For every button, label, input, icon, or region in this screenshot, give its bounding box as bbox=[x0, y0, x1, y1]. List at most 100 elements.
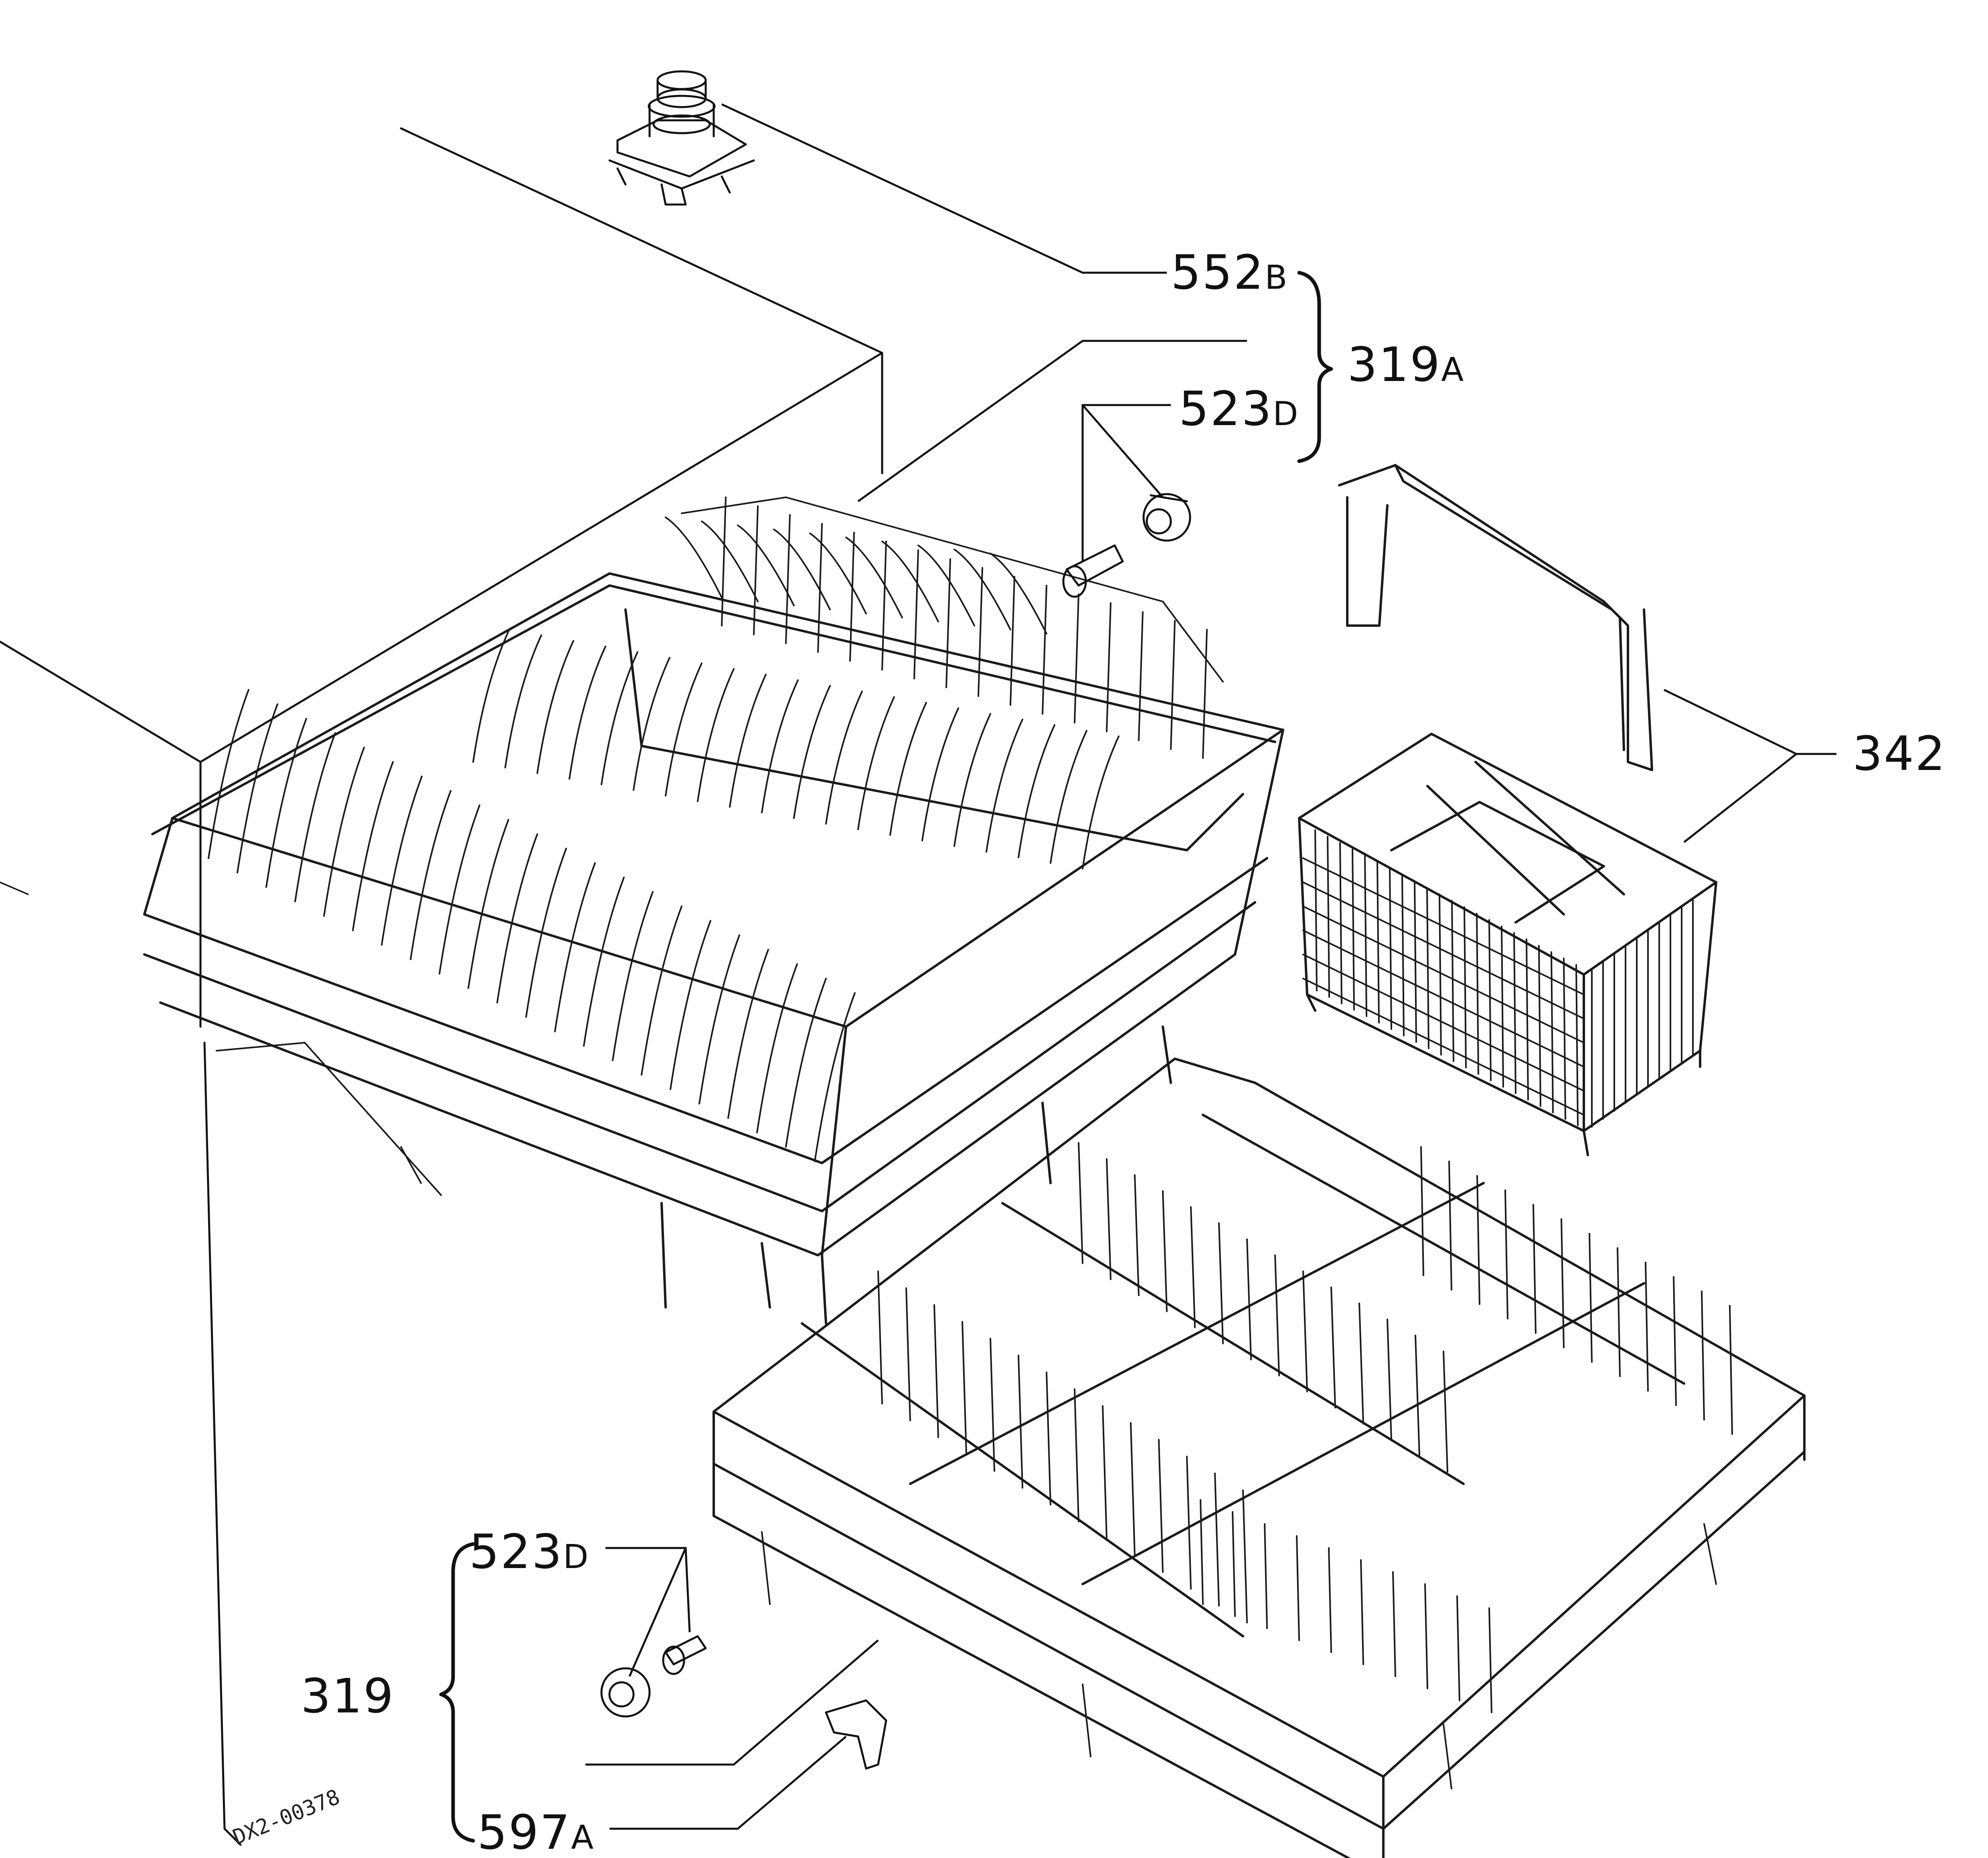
lower-tine bbox=[1078, 1142, 1083, 1264]
lower-tine bbox=[1214, 1473, 1220, 1607]
lower-tine bbox=[1158, 1439, 1164, 1573]
lower-tine bbox=[1358, 1303, 1364, 1424]
upper-tine bbox=[785, 514, 791, 644]
upper-cup-rail bbox=[701, 521, 759, 602]
lower-tine bbox=[1617, 1247, 1621, 1377]
basket-slat bbox=[1439, 894, 1442, 1056]
basket-rail bbox=[1302, 954, 1585, 1092]
upper-tine bbox=[889, 702, 927, 836]
upper-cup-rail bbox=[990, 553, 1047, 634]
label-597a: 597A bbox=[477, 1805, 595, 1858]
upper-rack-tines bbox=[208, 496, 1208, 1162]
upper-tine bbox=[439, 804, 480, 975]
basket-slat bbox=[1551, 951, 1554, 1113]
wheel-bottom-part bbox=[600, 1667, 651, 1718]
lower-tine bbox=[1360, 1559, 1364, 1665]
drawing-code: DX2-00378 bbox=[229, 1785, 343, 1850]
upper-tine bbox=[698, 934, 740, 1104]
lower-tine bbox=[1701, 1291, 1705, 1420]
upper-tine bbox=[536, 640, 574, 774]
upper-cup-rail bbox=[773, 529, 831, 610]
basket-rail bbox=[1302, 978, 1585, 1116]
label-552b: 552B bbox=[1171, 245, 1289, 300]
lower-rack-tines bbox=[877, 1142, 1733, 1713]
upper-tine bbox=[881, 541, 887, 671]
lower-tine bbox=[1296, 1535, 1300, 1641]
basket-slat bbox=[1314, 829, 1318, 991]
basket-slat bbox=[1575, 964, 1579, 1126]
upper-tine bbox=[410, 790, 451, 960]
upper-tine bbox=[208, 689, 249, 859]
upper-tine bbox=[785, 978, 827, 1148]
upper-tine bbox=[1042, 585, 1047, 715]
upper-tine bbox=[857, 696, 895, 830]
upper-tine bbox=[665, 663, 702, 796]
upper-tine bbox=[265, 718, 307, 888]
upper-tine bbox=[756, 963, 798, 1133]
spray-nozzle-part bbox=[608, 70, 755, 206]
cutlery-basket-grid bbox=[1302, 829, 1694, 1128]
upper-tine bbox=[1170, 620, 1176, 750]
lower-tine bbox=[1186, 1456, 1192, 1590]
upper-tine bbox=[525, 848, 567, 1018]
upper-tine bbox=[1138, 611, 1144, 741]
lower-tine bbox=[1415, 1335, 1420, 1457]
basket-rail bbox=[1302, 857, 1585, 995]
cabinet-outline bbox=[0, 127, 883, 1846]
lower-tine bbox=[1200, 1499, 1204, 1605]
upper-tine bbox=[472, 629, 510, 763]
brace-319 bbox=[439, 1542, 475, 1843]
lower-tine bbox=[1074, 1388, 1079, 1522]
upper-tine bbox=[729, 674, 767, 808]
upper-cup-rail bbox=[665, 517, 723, 598]
upper-tine bbox=[825, 691, 863, 825]
label-319a: 319A bbox=[1347, 337, 1465, 392]
lower-tine bbox=[1673, 1276, 1677, 1406]
upper-rack-part bbox=[143, 496, 1284, 1325]
upper-tine bbox=[504, 634, 542, 768]
upper-tine bbox=[727, 949, 769, 1119]
upper-tine bbox=[670, 920, 711, 1090]
lower-tine bbox=[1729, 1305, 1733, 1435]
basket-rail bbox=[1302, 930, 1585, 1068]
lower-tine bbox=[1018, 1355, 1023, 1489]
lower-tine bbox=[1130, 1422, 1136, 1556]
upper-tine bbox=[381, 776, 423, 946]
upper-tine bbox=[294, 732, 336, 902]
basket-slat bbox=[1352, 849, 1355, 1011]
upper-tine bbox=[323, 747, 365, 917]
axle-pin-top-part bbox=[1062, 544, 1124, 598]
upper-tine bbox=[753, 505, 759, 635]
upper-tine bbox=[633, 657, 670, 791]
lower-tine bbox=[1456, 1595, 1460, 1701]
upper-tine bbox=[761, 679, 799, 813]
lower-tine bbox=[1046, 1372, 1051, 1505]
lower-tine bbox=[933, 1304, 939, 1438]
lower-tine bbox=[1420, 1146, 1424, 1276]
upper-tine bbox=[237, 703, 278, 873]
basket-slat bbox=[1488, 919, 1492, 1081]
lower-tine bbox=[1533, 1204, 1537, 1334]
upper-tine bbox=[954, 713, 991, 847]
upper-tine bbox=[1082, 736, 1120, 869]
upper-tine bbox=[1106, 602, 1111, 732]
upper-tine bbox=[583, 877, 625, 1047]
lower-tine bbox=[1162, 1190, 1168, 1312]
upper-cup-rail bbox=[917, 545, 975, 626]
basket-slat bbox=[1563, 958, 1566, 1120]
upper-tine bbox=[921, 707, 959, 841]
lower-tine bbox=[1264, 1523, 1268, 1629]
upper-tine bbox=[569, 646, 606, 780]
basket-slat bbox=[1476, 913, 1479, 1075]
upper-tine bbox=[1050, 730, 1087, 864]
upper-tine bbox=[817, 523, 823, 653]
upper-tine bbox=[697, 668, 735, 802]
wheel-top-part bbox=[1142, 493, 1191, 542]
lower-tine bbox=[905, 1287, 911, 1421]
basket-slat bbox=[1327, 836, 1330, 998]
lower-tine bbox=[877, 1270, 883, 1404]
cutlery-basket-part bbox=[1298, 733, 1717, 1156]
label-342: 342 bbox=[1852, 726, 1946, 781]
upper-tine bbox=[1074, 594, 1079, 723]
